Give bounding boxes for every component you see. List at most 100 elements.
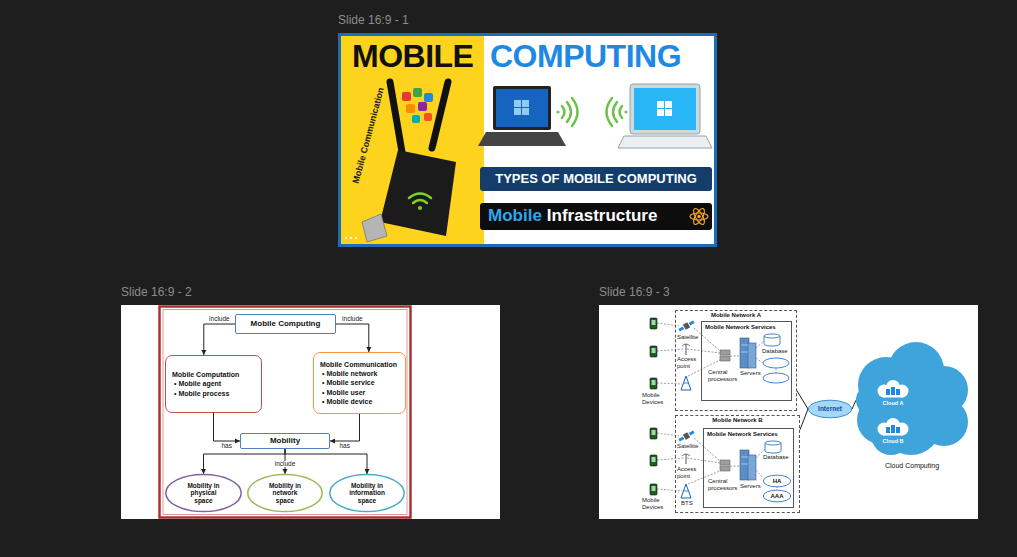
arrow-head xyxy=(365,469,370,474)
label-box: MOBILE xyxy=(352,40,473,72)
text-group: Mobile Computing xyxy=(251,320,321,329)
cloud-shape: Cloud A xyxy=(874,380,912,398)
process-box: Mobility xyxy=(240,433,330,449)
box-title: Mobile Network Services xyxy=(707,431,790,438)
connector-line xyxy=(330,414,360,441)
box-text: Mobility xyxy=(270,437,300,446)
laptop-illustration xyxy=(630,84,700,134)
text-group: Slide 16:9 - 2 xyxy=(121,285,192,299)
access-point-icon xyxy=(682,454,690,456)
laptop-illustration xyxy=(618,84,712,148)
label-box: Mobile Devices xyxy=(642,497,674,511)
network-wire xyxy=(687,349,720,353)
network-wire xyxy=(756,358,763,363)
server-icon xyxy=(741,457,748,458)
server-icon xyxy=(740,338,756,480)
ellipse-text: Internet xyxy=(818,405,842,412)
connector-line xyxy=(285,449,367,474)
arrow-head xyxy=(283,469,288,474)
text-group: Internet xyxy=(818,405,842,412)
database-icon xyxy=(765,441,781,445)
label-box: include xyxy=(274,461,297,468)
text-group: Slide 16:9 - 3 xyxy=(599,285,670,299)
icon-label: Servers xyxy=(740,370,761,377)
title-band: TYPES OF MOBILE COMPUTING xyxy=(480,167,712,191)
icon-label: Satellite xyxy=(677,334,698,341)
mobile-phone-icon xyxy=(652,380,656,385)
edge-label: has xyxy=(340,443,350,450)
connector xyxy=(800,409,808,430)
node-outline xyxy=(874,418,912,436)
network-wire xyxy=(756,341,764,348)
app-icons xyxy=(424,113,432,121)
text-group: Cloud B xyxy=(882,438,903,444)
laptop-illustration xyxy=(522,100,529,107)
node-outline xyxy=(856,340,968,458)
slide-2-background xyxy=(121,305,500,519)
label-box: Satellite xyxy=(677,443,698,450)
wifi-signal xyxy=(562,106,565,118)
edge-label: has xyxy=(222,443,232,450)
connector xyxy=(201,324,235,355)
server-icon xyxy=(740,338,749,368)
ellipse-text: Mobility in network space xyxy=(263,482,307,504)
category-box: Mobile Computation• Mobile agent• Mobile… xyxy=(165,355,262,413)
node-outline xyxy=(891,387,895,395)
mobile-phone-icon xyxy=(650,484,657,495)
label-box: Central processors xyxy=(708,369,740,383)
text-group: Mobile Network Services xyxy=(707,431,790,438)
access-point-icon xyxy=(682,344,690,346)
satellite-icon xyxy=(689,430,695,435)
service-ellipse: HA xyxy=(763,475,791,487)
mobile-phone-icon xyxy=(650,378,657,389)
tower-icon xyxy=(681,376,691,390)
mobile-phone-icon xyxy=(650,318,657,495)
mobile-phone-icon xyxy=(652,320,656,325)
usb-adapter-illustration xyxy=(432,82,448,148)
server-icon xyxy=(740,450,749,480)
access-point-icon xyxy=(686,454,687,464)
service-ellipse xyxy=(763,358,789,383)
slide-frame: Slide 16:9 - 2Mobile ComputingMobile Com… xyxy=(121,305,500,519)
node-outline xyxy=(166,474,241,511)
laptop-illustration xyxy=(493,86,551,130)
text-group: MobileInfrastructure xyxy=(488,207,657,226)
node-outline xyxy=(763,490,790,502)
box-text: Mobile Communication xyxy=(320,360,397,369)
mobile-phone-icon xyxy=(650,318,657,329)
ellipse-text: AAA xyxy=(771,493,784,500)
connector xyxy=(330,414,360,444)
app-icons xyxy=(424,93,433,102)
connector-line xyxy=(797,391,808,409)
mobile-phone-icon xyxy=(650,455,657,466)
service-ellipse: AAA xyxy=(763,490,791,502)
device-caption: Mobile Communication xyxy=(352,95,385,184)
icon-label: Mobile Devices xyxy=(642,392,674,406)
cloud-caption: Cloud A xyxy=(883,400,904,406)
text-group: Slide 16:9 - 1 xyxy=(338,13,409,27)
wifi-signal xyxy=(557,111,560,114)
label-box: Database xyxy=(763,454,789,461)
wifi-signal xyxy=(567,102,571,122)
node-outline xyxy=(330,474,404,511)
mobile-phone-icon xyxy=(652,430,656,435)
network-wire xyxy=(730,466,740,467)
label-box: Mobile Devices xyxy=(642,392,674,406)
laptop-illustration xyxy=(522,108,529,115)
mobile-phone-icon xyxy=(650,428,657,439)
processor-icon xyxy=(720,460,730,465)
usb-adapter-illustration xyxy=(362,214,387,242)
slide-3-background xyxy=(599,305,978,519)
connector xyxy=(285,449,370,474)
text-group: Mobile Network A xyxy=(711,312,761,319)
cloud-caption: Cloud Computing xyxy=(885,462,939,470)
usb-adapter-illustration xyxy=(413,200,427,203)
atom-icon xyxy=(691,207,706,226)
slide-name: Slide 16:9 - 3 xyxy=(599,285,670,299)
services-box: Mobile Network ServicesHA AAA xyxy=(703,428,794,508)
category-box: Mobile Communication• Mobile network• Mo… xyxy=(313,352,406,414)
band-text: Infrastructure xyxy=(547,207,658,226)
label-box: Database xyxy=(762,348,788,355)
